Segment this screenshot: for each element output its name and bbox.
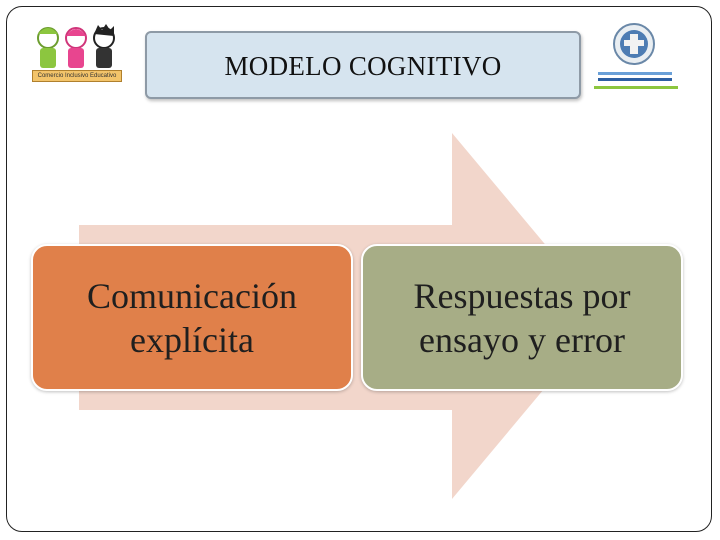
step-box-communication: Comunicación explícita xyxy=(31,244,353,391)
step-box-responses: Respuestas por ensayo y error xyxy=(361,244,683,391)
institution-seal-icon xyxy=(590,20,682,96)
children-logo-icon: Comercio Inclusivo Educativo xyxy=(28,22,124,84)
logo-caption: Comercio Inclusivo Educativo xyxy=(32,70,122,82)
step-1-line-2: explícita xyxy=(130,319,254,360)
step-2-line-2: ensayo y error xyxy=(419,319,625,360)
title-box: MODELO COGNITIVO xyxy=(145,31,581,99)
page-title: MODELO COGNITIVO xyxy=(224,50,502,81)
step-1-line-1: Comunicación xyxy=(87,275,297,316)
step-2-line-1: Respuestas por xyxy=(413,275,631,316)
